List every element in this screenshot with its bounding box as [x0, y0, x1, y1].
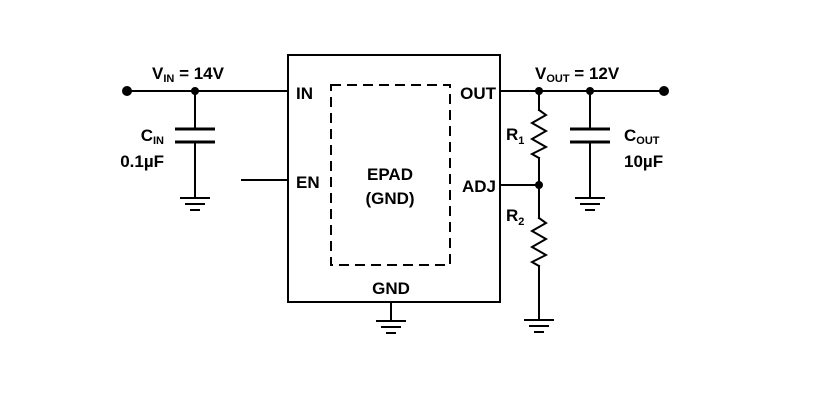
epad-label: EPAD — [367, 165, 413, 184]
pin-out-label: OUT — [460, 84, 497, 103]
cin-label: CIN — [141, 126, 164, 147]
pin-adj-label: ADJ — [462, 177, 496, 196]
cout-value: 10µF — [624, 152, 663, 171]
vin-label: VIN = 14V — [152, 64, 225, 85]
cin-value: 0.1µF — [120, 152, 164, 171]
pin-en-label: EN — [296, 173, 320, 192]
vout-terminal — [659, 86, 669, 96]
vout-label: VOUT = 12V — [535, 64, 620, 85]
epad-sublabel: (GND) — [365, 189, 414, 208]
pin-in-label: IN — [296, 84, 313, 103]
cout-capacitor — [570, 90, 610, 199]
ic-ground-icon — [376, 320, 406, 334]
cin-capacitor — [175, 90, 215, 199]
r1-resistor — [529, 90, 549, 186]
r2-label: R2 — [506, 206, 524, 228]
r2-resistor — [529, 184, 549, 321]
cout-ground-icon — [575, 197, 605, 211]
cin-ground-icon — [180, 197, 210, 211]
pin-gnd-label: GND — [372, 279, 410, 298]
cout-label: COUT — [624, 126, 660, 147]
r1-label: R1 — [506, 125, 524, 147]
r2-ground-icon — [524, 319, 554, 333]
ic-body — [287, 54, 501, 303]
epad-outline — [330, 84, 451, 266]
